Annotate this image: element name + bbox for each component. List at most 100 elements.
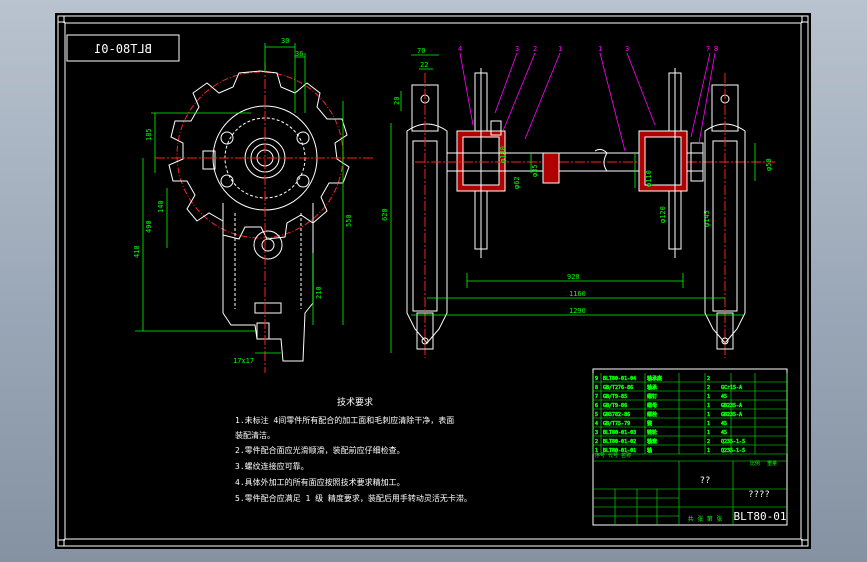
tech-note-1: 1.未标注 4间零件所有配合的加工面和毛刺应清除干净，表面 — [235, 415, 454, 425]
technical-notes: 技术要求 1.未标注 4间零件所有配合的加工面和毛刺应清除干净，表面 装配清洁。… — [235, 396, 472, 503]
parts-row-code: GB/T276-86 — [603, 385, 633, 391]
parts-row-material: Q235-1-5 — [721, 439, 745, 445]
cad-drawing: BLT80-01 — [57, 15, 809, 547]
dim-36: 36 — [295, 50, 303, 58]
tech-note-2: 2.零件配合面应光滑顺滑，装配前应仔细检查。 — [235, 445, 405, 455]
dim-30: 30 — [281, 37, 289, 45]
dim-920: 920 — [567, 273, 580, 281]
parts-row-qty: 1 — [707, 448, 710, 454]
parts-row-material: GCr15-A — [721, 385, 742, 391]
parts-row-name: 链轮 — [647, 429, 657, 436]
tech-note-4: 4.具体外加工的所有面应按照技术要求精加工。 — [235, 477, 405, 487]
parts-row-no: 8 — [595, 385, 598, 391]
dim-1290: 1290 — [569, 307, 586, 315]
parts-row-no: 6 — [595, 403, 598, 409]
balloon-3: 3 — [515, 45, 519, 53]
inner-frame — [64, 22, 802, 540]
balloon-7: 7 — [706, 45, 710, 53]
balloon-8: 8 — [714, 45, 718, 53]
title-block-q4: ???? — [748, 490, 770, 500]
parts-row-material: 45 — [721, 421, 727, 427]
front-dimensions — [135, 43, 344, 354]
dim-phi62: φ62 — [513, 176, 521, 189]
parts-row-name: 轴 — [647, 447, 652, 454]
dim-1160: 1160 — [569, 290, 586, 298]
scale-label: 比例 — [750, 460, 760, 467]
parts-row-name: 螺母 — [647, 402, 657, 409]
dim-210: 210 — [315, 286, 323, 299]
parts-row-no: 5 — [595, 412, 598, 418]
parts-row-no: 7 — [595, 394, 598, 400]
parts-row-code: GB/T75-79 — [603, 421, 630, 427]
parts-row-material: Q235-1-5 — [721, 448, 745, 454]
parts-row-name: 螺栓 — [647, 411, 657, 418]
tech-notes-title: 技术要求 — [337, 396, 373, 408]
outer-frame — [57, 15, 809, 547]
side-view — [406, 68, 775, 358]
parts-row-code: BLT80-01-02 — [603, 439, 636, 445]
parts-row-qty: 1 — [707, 421, 710, 427]
dim-185: 185 — [145, 128, 153, 141]
dim-phi120: φ120 — [659, 206, 667, 223]
side-dimensions — [390, 54, 756, 353]
parts-row-name: 键 — [647, 420, 652, 427]
parts-row-code: BLT80-01-01 — [603, 448, 636, 454]
dim-phi180: φ180 — [499, 146, 507, 163]
parts-row-no: 4 — [595, 421, 598, 427]
balloon-leaders — [459, 52, 716, 152]
sheet-count: 共 张 第 张 — [688, 515, 723, 523]
dim-phi50: φ50 — [765, 158, 773, 171]
parts-row-no: 1 — [595, 448, 598, 454]
dim-410: 410 — [133, 245, 141, 258]
parts-row-qty: 2 — [707, 439, 710, 445]
balloon-2: 2 — [533, 45, 537, 53]
parts-row-material: 45 — [721, 430, 727, 436]
dim-phi35: φ35 — [531, 164, 539, 177]
dim-20: 20 — [393, 97, 401, 105]
drawing-number-mirrored: BLT80-01 — [94, 42, 152, 56]
dim-phi145: φ145 — [703, 210, 711, 227]
parts-row-qty: 1 — [707, 394, 710, 400]
balloon-4: 4 — [458, 45, 462, 53]
parts-row-qty: 1 — [707, 412, 710, 418]
dim-phi110: φ110 — [645, 170, 653, 187]
balloon-labels: 4 3 2 1 1 3 7 8 — [458, 45, 718, 53]
parts-row-code: BLT80-01-03 — [603, 430, 636, 436]
parts-row-name: 轴承 — [647, 384, 657, 391]
drawing-number: BLT80-01 — [734, 510, 787, 523]
balloon-1b: 1 — [598, 45, 602, 53]
balloon-1: 1 — [558, 45, 562, 53]
parts-row-qty: 2 — [707, 385, 710, 391]
dim-70: 70 — [417, 47, 425, 55]
parts-row-code: BLT80-01-04 — [603, 376, 636, 382]
mirror-number-box: BLT80-01 — [66, 34, 180, 62]
sprocket-outline — [168, 70, 350, 240]
front-view — [155, 63, 375, 373]
parts-row-qty: 2 — [707, 376, 710, 382]
parts-row-qty: 1 — [707, 430, 710, 436]
weight-label: 重量 — [767, 460, 777, 467]
dim-140: 140 — [157, 200, 165, 213]
parts-row-code: GB5782-86 — [603, 412, 630, 418]
parts-header: 序号 代号 名称 — [595, 452, 631, 459]
parts-row-name: 轴承座 — [647, 375, 662, 382]
corner-marks — [58, 16, 808, 546]
dim-17x17: 17x17 — [233, 357, 254, 365]
parts-row-material: GB235-A — [721, 412, 742, 418]
drawing-sheet: BLT80-01 — [55, 13, 811, 549]
parts-row-material: 45 — [721, 394, 727, 400]
title-block-q: ?? — [700, 476, 711, 486]
balloon-3b: 3 — [625, 45, 629, 53]
dim-620: 620 — [381, 208, 389, 221]
parts-row-code: GB/T9-86 — [603, 403, 627, 409]
dim-22: 22 — [420, 61, 428, 69]
parts-row-no: 3 — [595, 430, 598, 436]
parts-row-material: GB235-A — [721, 403, 742, 409]
parts-row-no: 9 — [595, 376, 598, 382]
parts-row-no: 2 — [595, 439, 598, 445]
tech-note-3: 3.螺纹连接应可靠。 — [235, 461, 309, 471]
dim-550: 550 — [345, 214, 353, 227]
pitch-circle — [176, 71, 344, 239]
parts-row-code: GB/T9-85 — [603, 394, 627, 400]
